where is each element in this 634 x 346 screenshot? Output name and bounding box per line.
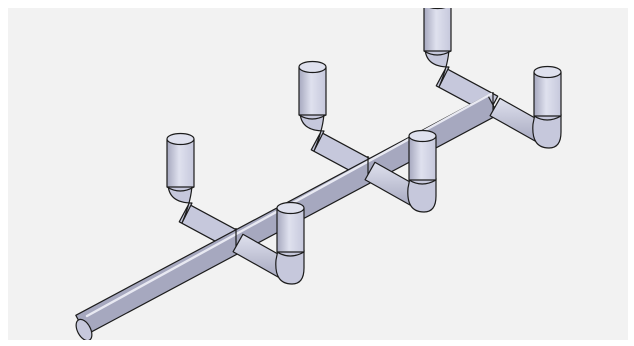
riser-front-1 (276, 207, 305, 253)
riser-front-3 (533, 71, 562, 117)
open-end-back-3 (429, 8, 446, 10)
riser-back-3 (423, 8, 452, 52)
riser-joint-front-2 (408, 179, 437, 185)
riser-back-1 (166, 138, 195, 188)
riser-back-2 (298, 66, 327, 116)
open-end-front-2 (408, 129, 437, 143)
branch-assembly-back-1 (166, 132, 242, 251)
elbow-front-2 (407, 177, 437, 213)
riser-joint-back-1 (166, 186, 195, 192)
open-end-back-2 (298, 60, 327, 74)
branch-assembly-front-1 (232, 201, 305, 285)
elbow-front-1 (275, 249, 305, 285)
open-end-front-3 (533, 65, 562, 79)
branch-assembly-back-2 (298, 60, 374, 179)
open-end-back-1 (166, 132, 195, 146)
riser-joint-front-3 (533, 115, 562, 121)
open-end-front-1 (276, 201, 305, 215)
riser-front-2 (408, 135, 437, 181)
3d-viewport[interactable] (8, 8, 628, 340)
riser-joint-back-3 (423, 50, 452, 56)
branch-assembly-front-2 (364, 129, 437, 213)
branch-assembly-front-3 (489, 65, 562, 149)
pipe-manifold-model (75, 8, 562, 340)
elbow-front-3 (532, 113, 562, 149)
riser-joint-front-1 (276, 251, 305, 257)
riser-joint-back-2 (298, 114, 327, 120)
open-end-main (75, 318, 93, 340)
